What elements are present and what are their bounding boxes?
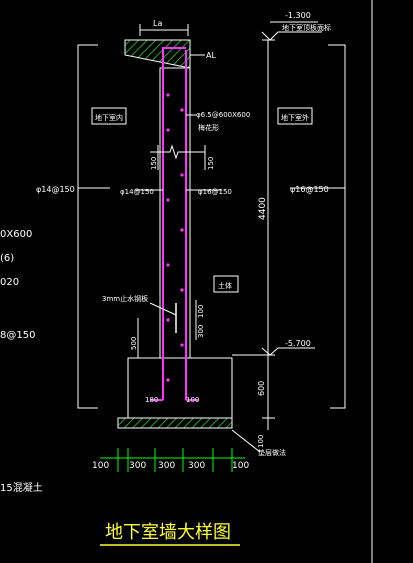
inside-label-box — [91, 107, 127, 125]
outside-label-box — [277, 107, 313, 125]
waterstop-leader — [149, 302, 177, 316]
left-fragment-4: 8@150 — [0, 330, 35, 341]
la-label: La — [153, 19, 162, 28]
bottom-dim-0: 100 — [92, 461, 109, 471]
waterstop-label: 3mm止水钢板 — [102, 294, 148, 303]
basement-inside-label: 地下室内 — [95, 113, 123, 122]
wall-body — [159, 67, 191, 359]
left-vert-label: φ14@150 — [36, 185, 75, 194]
dim-180-label: 180 — [145, 396, 158, 404]
backfill-label-box — [213, 275, 239, 293]
elev-top-marker — [261, 31, 322, 41]
dim-150-left-label: 150 — [150, 157, 158, 170]
cushion-leader — [231, 429, 261, 453]
bottom-dim-chain — [100, 448, 245, 472]
dim-300-label: 300 — [197, 325, 205, 338]
dim-100-vertical-label: 100 — [197, 305, 205, 318]
basement-outside-label: 地下室外 — [281, 113, 309, 122]
bottom-dim-1: 300 — [129, 461, 146, 471]
elev-top-note: 地下室顶板面标 — [282, 23, 331, 32]
dim-100-bed-label: 100 — [257, 435, 265, 448]
left-fragment-3: 020 — [0, 277, 19, 288]
cushion-label: 垫层做法 — [258, 448, 286, 457]
left-boundary-line — [77, 44, 98, 409]
rebar-top-hook — [162, 47, 186, 62]
bottom-dim-4: 100 — [232, 461, 249, 471]
drawing-title: 地下室墙大样图 — [105, 522, 231, 543]
inner-horiz-right-label: φ16@150 — [198, 188, 232, 196]
dim-150-right-label: 150 — [207, 157, 215, 170]
al-label: AL — [206, 51, 216, 60]
break-line — [150, 144, 205, 160]
dim-500-label: 500 — [130, 337, 138, 350]
cushion-layer — [117, 417, 233, 429]
tie-note-label: 梅花形 — [198, 123, 219, 132]
left-fragment-5: 15混凝土 — [0, 481, 43, 494]
right-vert-label: φ16@150 — [290, 185, 329, 194]
height-dim-label: 4400 — [258, 197, 268, 220]
elev-bottom-marker — [261, 347, 315, 356]
top-slab-hatch — [124, 39, 191, 69]
bottom-dim-2: 300 — [158, 461, 175, 471]
left-fragment-1: 0X600 — [0, 229, 32, 240]
inner-horiz-left-label: φ14@150 — [120, 188, 154, 196]
left-fragment-2: (6) — [0, 253, 14, 264]
bottom-dim-3: 300 — [188, 461, 205, 471]
backfill-label: 土体 — [218, 281, 232, 290]
right-boundary-line — [328, 44, 346, 409]
elev-top-label: -1.300 — [285, 11, 311, 20]
footing-outline — [127, 357, 233, 419]
rebar-dots — [166, 93, 184, 382]
dim-600-label: 600 — [257, 381, 266, 396]
tie-bar-label: φ6.5@600X600 — [196, 111, 250, 119]
elev-bottom-label: -5.700 — [285, 339, 311, 348]
dim-100-horizontal-label: 100 — [186, 396, 199, 404]
